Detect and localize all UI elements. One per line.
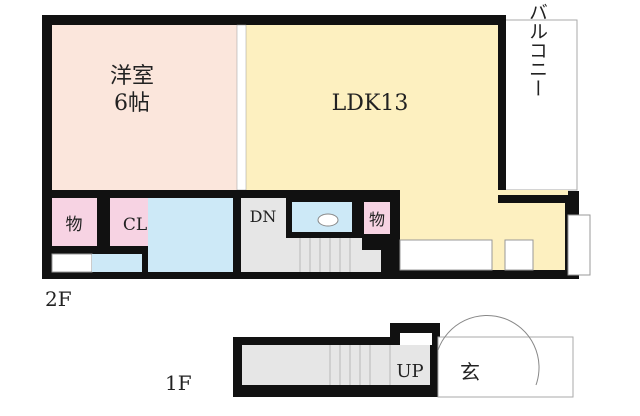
ldk-label: LDK13 bbox=[332, 91, 409, 116]
balcony-label: バルコニー bbox=[526, 3, 548, 98]
floor-1f-label: 1F bbox=[165, 371, 192, 395]
storage-1-label: 物 bbox=[66, 215, 83, 235]
floor-1f bbox=[233, 314, 574, 398]
stairs-up-label: UP bbox=[396, 361, 423, 382]
storage-1 bbox=[52, 198, 97, 246]
kitchen-counter bbox=[399, 239, 493, 271]
washroom bbox=[148, 198, 233, 272]
entrance-porch bbox=[437, 336, 574, 398]
toilet-icon bbox=[317, 213, 339, 227]
storage-2 bbox=[364, 202, 390, 234]
storage-2-label: 物 bbox=[369, 210, 385, 229]
stairs-down-label: DN bbox=[250, 207, 277, 226]
western-room-size: 6帖 bbox=[114, 91, 150, 116]
bathroom bbox=[92, 254, 142, 272]
western-room bbox=[52, 25, 237, 190]
bay-window bbox=[567, 214, 591, 276]
door-swing bbox=[437, 314, 540, 386]
entrance-label: 玄 bbox=[460, 360, 480, 384]
western-room-name: 洋室 bbox=[110, 64, 154, 89]
bathtub bbox=[51, 253, 93, 273]
floor-2f bbox=[42, 15, 591, 279]
ldk bbox=[246, 25, 498, 195]
floor-2f-label: 2F bbox=[45, 287, 72, 311]
stairs-1f bbox=[242, 345, 430, 385]
stove bbox=[504, 239, 534, 271]
closet-label: CL bbox=[123, 215, 147, 235]
balcony-text: バルコニー bbox=[526, 3, 548, 98]
